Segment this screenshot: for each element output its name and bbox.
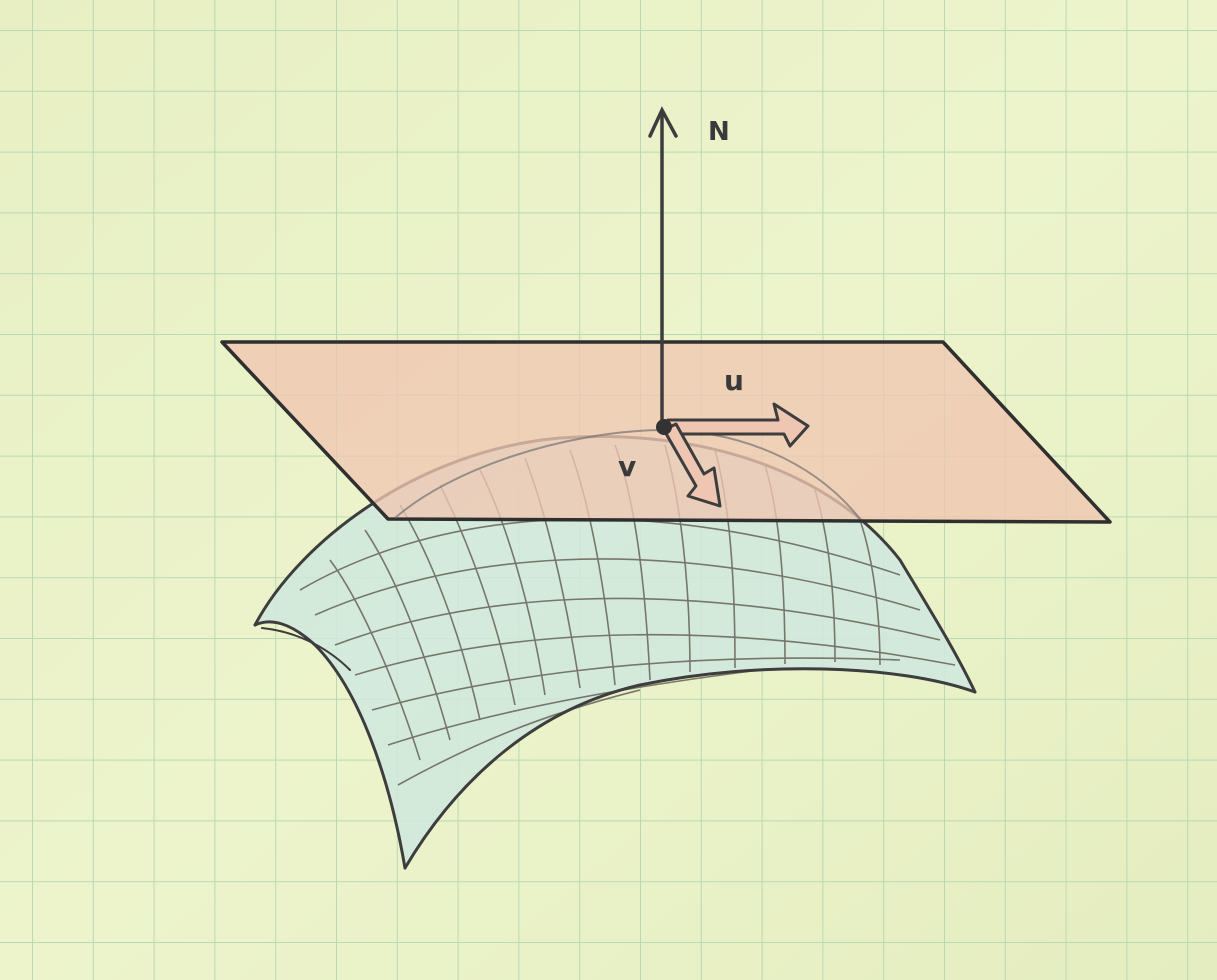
tangent-u-vector <box>666 402 810 448</box>
tangent-v-label: v <box>618 450 636 483</box>
tangent-v-vector <box>662 422 722 508</box>
normal-vector <box>648 106 678 428</box>
tangent-point <box>656 419 672 435</box>
tangent-u-label: u <box>724 364 744 397</box>
normal-label: N <box>708 117 730 147</box>
